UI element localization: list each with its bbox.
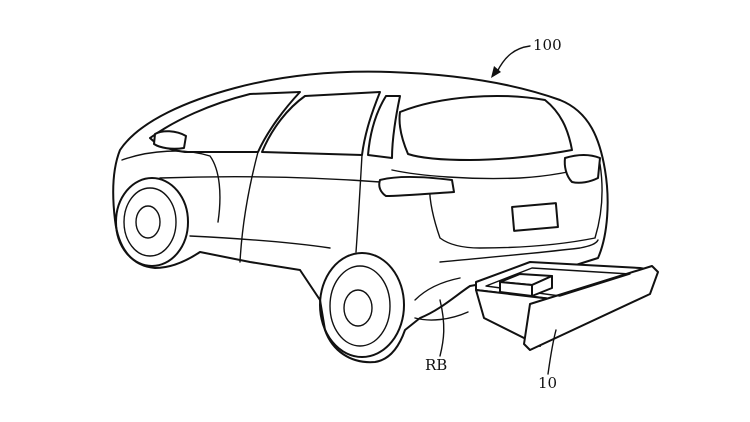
tail-light-left (378, 176, 455, 197)
label-10-group: 10 (538, 329, 557, 392)
vehicle-drawing (112, 70, 609, 364)
rear-door-line (355, 154, 363, 253)
side-sill-line (189, 235, 331, 249)
front-fender-line (121, 150, 221, 223)
label-rb-leader (439, 299, 445, 357)
bumper-corner-line (414, 311, 469, 321)
label-100-group: 100 (491, 36, 562, 78)
headlight (153, 130, 187, 150)
side-window-front (261, 91, 381, 156)
arrow-head-icon (491, 66, 501, 78)
rear-hatch (391, 163, 603, 249)
side-window-rear (367, 95, 401, 159)
front-wheel (115, 177, 189, 267)
label-drawer: 10 (538, 374, 557, 392)
label-vehicle: 100 (533, 36, 562, 54)
license-plate (511, 202, 559, 232)
rear-bumper-line (439, 239, 599, 263)
label-rear-bumper: RB (425, 356, 447, 374)
rear-window (398, 95, 573, 161)
side-character-line (159, 176, 381, 183)
label-10-leader (547, 329, 557, 375)
cargo-drawer (475, 261, 659, 351)
label-rb-group: RB (425, 299, 447, 374)
tail-light-right (563, 154, 601, 184)
door-line (239, 151, 259, 263)
label-100-leader (496, 45, 531, 73)
rear-wheel (319, 252, 405, 358)
cargo-box-end (531, 275, 553, 297)
drawer-front-panel (523, 265, 659, 351)
bumper-lower-line (414, 277, 461, 301)
